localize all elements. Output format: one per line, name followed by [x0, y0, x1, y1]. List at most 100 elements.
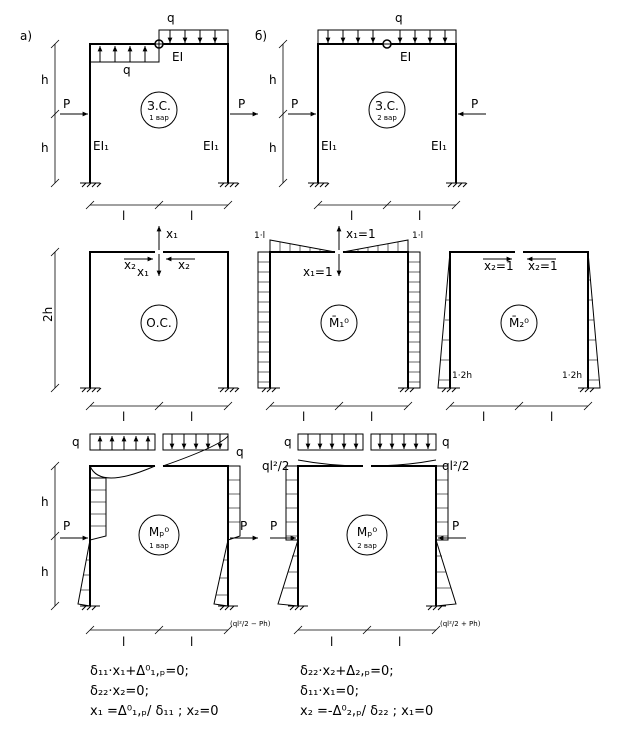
dim-h-a-top: h — [41, 73, 49, 87]
mp2-load-down-left — [297, 433, 364, 451]
dims-a — [50, 39, 233, 210]
mp2-ql2-left: ql²/2 — [262, 459, 289, 473]
panel-b-tag: б) — [255, 29, 267, 43]
stiffness-EI1-a-left: EI₁ — [93, 139, 109, 153]
m1-hatch-right-col — [407, 251, 421, 389]
dim-h-b-bottom: h — [269, 141, 277, 155]
panel-a-primary-system: а) q q EI P P EI₁ EI₁ — [20, 11, 258, 223]
equation-right-3: x₂ =-Δ⁰₂,ₚ/ δ₂₂ ; x₁=0 — [300, 704, 434, 719]
m1-label-1l-left: 1·l — [254, 231, 265, 241]
dim-l-mp1-left: l — [122, 635, 125, 649]
mp2-beam-curve-right — [370, 459, 437, 467]
x2-left-label: x₂ — [124, 258, 136, 272]
mp2-circle — [346, 514, 388, 556]
dim-l-m1-left: l — [302, 410, 305, 424]
support-os-left — [80, 387, 102, 393]
system-circle-a — [140, 91, 178, 129]
mp2-col-right — [435, 465, 457, 607]
label-P-b-left: P — [291, 97, 298, 111]
support-mp1-right — [218, 605, 238, 611]
label-P-a-left: P — [63, 97, 70, 111]
frame-os-left — [89, 251, 155, 388]
mp1-q-right: q — [236, 445, 244, 459]
stiffness-EI-b: EI — [400, 50, 411, 64]
mp2-sub: 2 вар — [357, 542, 377, 550]
dim-l-a-right: l — [190, 209, 193, 223]
dim-l-m1-right: l — [370, 410, 373, 424]
m2-label: M̄₂⁰ — [509, 316, 529, 330]
dim-l-mp2-left: l — [330, 635, 333, 649]
dims-m2 — [445, 401, 593, 411]
m1-label-1l-right: 1·l — [412, 231, 423, 241]
x2-right-label: x₂ — [178, 258, 190, 272]
stiffness-EI-a: EI — [172, 50, 183, 64]
m2-hatch-right — [587, 251, 601, 389]
mp1-col-left — [77, 477, 107, 607]
support-os-right — [218, 387, 240, 393]
mp1-label-P-left: P — [63, 519, 70, 533]
support-mp2-right — [426, 605, 446, 611]
panel-M1-diagram: 1·l 1·l x₁=1 x₁=1 M̄₁⁰ l l — [254, 226, 423, 424]
stiffness-EI1-a-right: EI₁ — [203, 139, 219, 153]
dims-mp2 — [293, 625, 441, 635]
m1-hatch-beam-right — [342, 239, 409, 253]
dim-l-m2-left: l — [482, 410, 485, 424]
dim-2h: 2h — [41, 307, 55, 322]
support-m2-left — [440, 387, 460, 393]
dim-h-mp1-bottom: h — [41, 565, 49, 579]
mp2-ql2-right: ql²/2 — [442, 459, 469, 473]
frame-mp2-right — [371, 465, 437, 606]
m1-hatch-left-col — [257, 251, 271, 389]
support-mp2-left — [288, 605, 308, 611]
x1-down-label: x₁ — [137, 265, 149, 279]
frame-m1-right — [343, 251, 409, 388]
m2-label-12h-right: 1·2h — [562, 371, 582, 381]
mp1-beam-curve-right — [162, 435, 229, 467]
frame-mp1-left — [89, 465, 155, 606]
frame-os-right — [163, 251, 229, 388]
dim-l-mp2-right: l — [398, 635, 401, 649]
support-m1-right — [398, 387, 418, 393]
m1-label: M̄₁⁰ — [329, 316, 349, 330]
dim-l-b-right: l — [418, 209, 421, 223]
dim-h-b-top: h — [269, 73, 277, 87]
equation-left-3: x₁ =Δ⁰₁,ₚ/ δ₁₁ ; x₂=0 — [90, 704, 219, 719]
m1-hatch-beam-left — [269, 239, 336, 253]
support-b-left — [308, 182, 330, 188]
system-sub-a: 1 вар — [149, 114, 169, 122]
load-q-a-left: q — [123, 63, 131, 77]
support-mp1-left — [80, 605, 100, 611]
dim-l-a-left: l — [122, 209, 125, 223]
load-q-b: q — [395, 11, 403, 25]
support-a-left — [80, 182, 102, 188]
mp1-label-P-right: P — [240, 519, 247, 533]
dim-h-a-bottom: h — [41, 141, 49, 155]
dim-l-mp1-right: l — [190, 635, 193, 649]
mp2-label-P-right: P — [452, 519, 459, 533]
mp1-label: Mₚ⁰ — [149, 525, 169, 539]
system-label-a: З.С. — [147, 99, 171, 113]
m2-label-12h-left: 1·2h — [452, 371, 472, 381]
dims-b — [278, 39, 461, 210]
support-b-right — [446, 182, 468, 188]
equation-right-2: δ₁₁·x₁=0; — [300, 684, 359, 699]
mp1-q-left: q — [72, 435, 80, 449]
mp1-sub: 1 вар — [149, 542, 169, 550]
mp1-corner-label: (ql²/2 − Ph) — [230, 620, 271, 628]
mp2-q-left: q — [284, 435, 292, 449]
dim-h-mp1-top: h — [41, 495, 49, 509]
frame-mp2-left — [297, 465, 363, 606]
panel-basic-system: x₁ x₁ x₂ x₂ О.С. 2h l l — [41, 226, 240, 424]
mp2-label-P-left: P — [270, 519, 277, 533]
label-P-b-right: P — [471, 97, 478, 111]
system-circle-b — [368, 91, 406, 129]
m2-hatch-left — [437, 251, 451, 389]
mp1-load-up — [89, 433, 156, 451]
mp1-beam-curve-left — [89, 465, 156, 479]
panel-M2-diagram: x₂=1 x₂=1 1·2h 1·2h M̄₂⁰ l l — [437, 251, 601, 424]
panel-Mp-variant1: q q P P Mₚ⁰ 1 вар (ql²/2 − Ph) — [41, 433, 271, 649]
dim-l-os-left: l — [122, 410, 125, 424]
m2-x2-left-label: x₂=1 — [484, 259, 514, 273]
m1-circle — [320, 304, 358, 342]
